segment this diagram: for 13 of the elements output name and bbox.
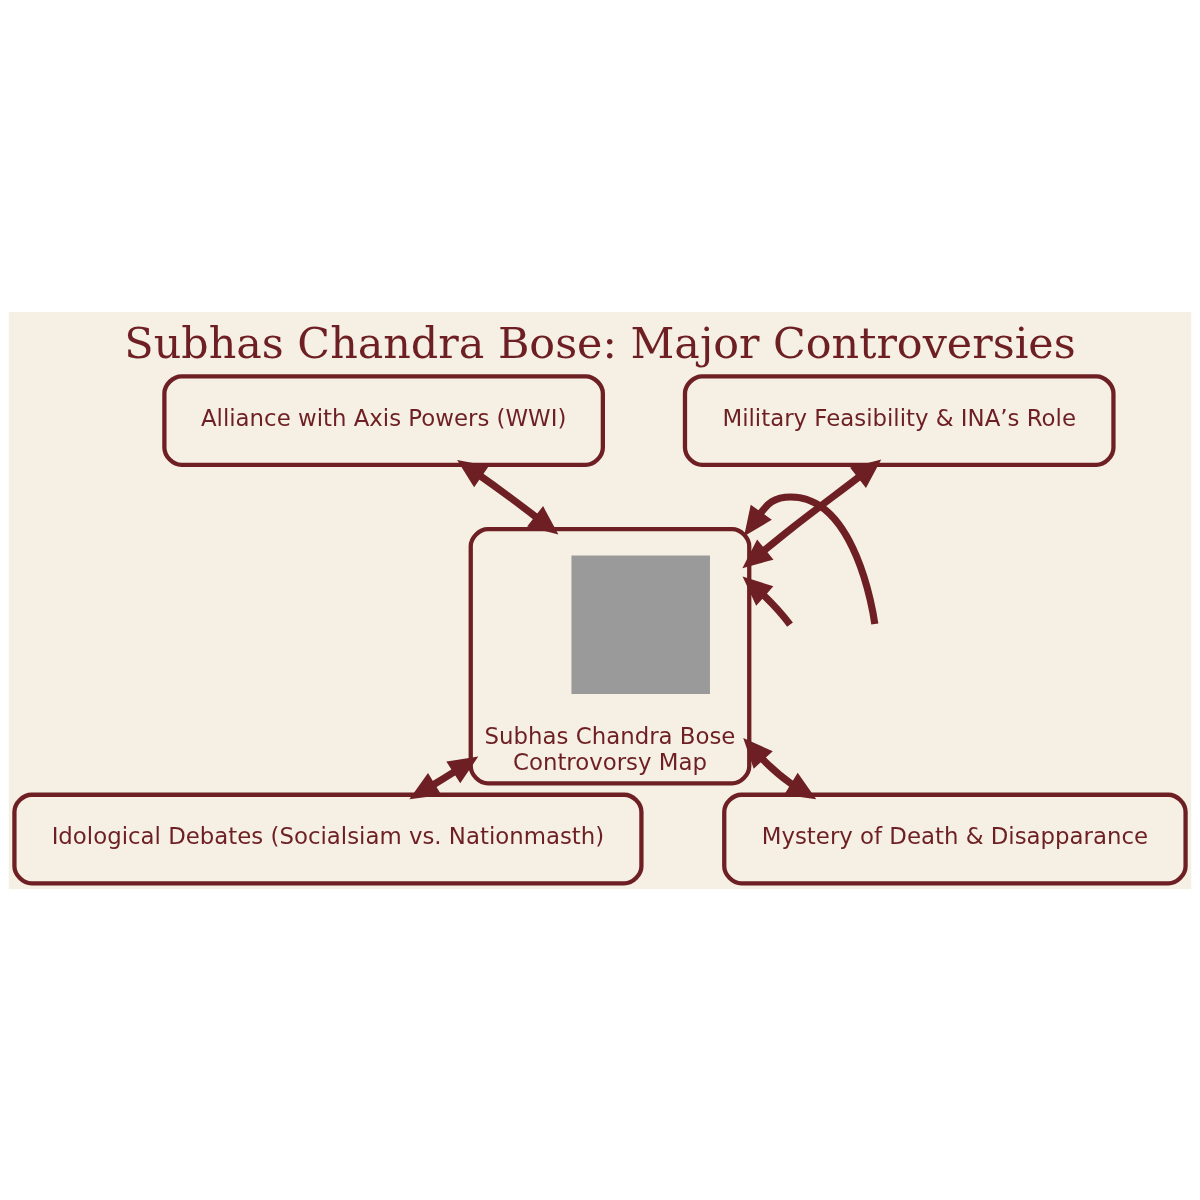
arrow: [743, 737, 817, 799]
node-box: Mystery of Death & Disapparance: [722, 792, 1188, 885]
diagram-title: Subhas Chandra Bose: Major Controversies: [124, 317, 1076, 368]
arrow: [742, 575, 793, 627]
node-box: [571, 555, 710, 694]
arrow: [409, 756, 479, 799]
node-box: Idological Debates (Socialsiam vs. Nationmasth): [12, 792, 644, 885]
arrow: [742, 459, 882, 568]
cluster: Subhas Chandra Bose Controvorsy Map: [468, 526, 752, 785]
node-box: Alliance with Axis Powers (WWI): [162, 373, 605, 467]
node-box: Military Feasibility & INA’s Role: [682, 373, 1116, 467]
arrow: [744, 492, 879, 624]
arrow: [457, 459, 559, 535]
